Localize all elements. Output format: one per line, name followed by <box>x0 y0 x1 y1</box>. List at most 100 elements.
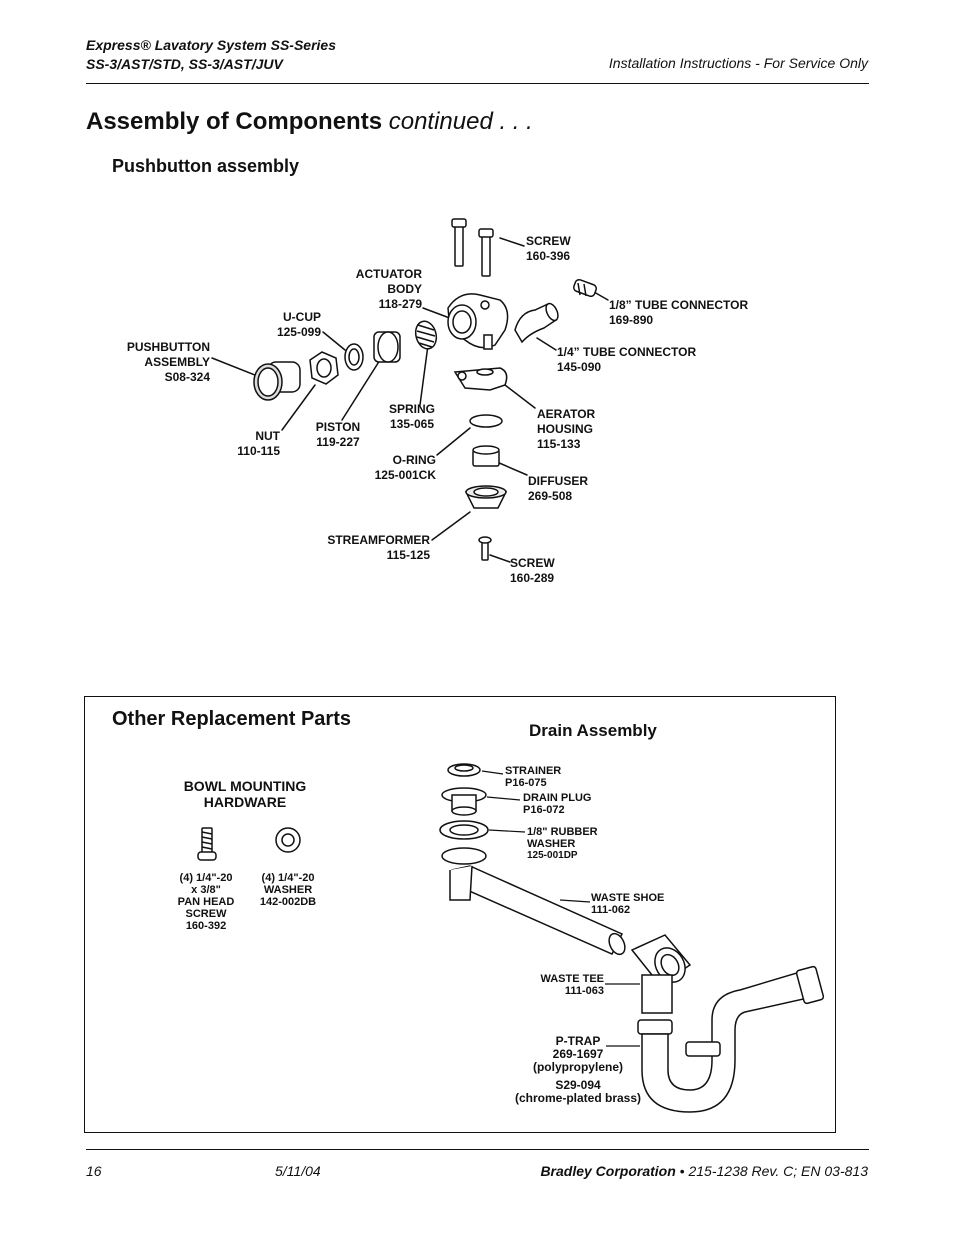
label-p-trap-material: (polypropylene) <box>532 1060 623 1074</box>
tube-connector-14-drawing <box>514 302 559 344</box>
label-screw-line4: SCREW <box>185 908 227 920</box>
u-cup-drawing <box>344 343 364 371</box>
leader-tube14 <box>536 337 557 351</box>
screw-160-289-drawing <box>478 536 492 561</box>
footer-doc-number: • 215-1238 Rev. C; EN 03-813 <box>675 1163 868 1179</box>
label-screw-bottom-number: 160-289 <box>510 571 555 585</box>
aerator-housing-drawing <box>453 367 508 391</box>
label-nut-number: 110-115 <box>237 444 280 458</box>
label-streamformer-name: STREAMFORMER <box>327 533 430 547</box>
label-drain-plug-name: DRAIN PLUG <box>523 792 592 804</box>
leader-actuator <box>422 307 456 321</box>
label-piston-name: PISTON <box>315 420 361 434</box>
label-screw-top-number: 160-396 <box>526 249 571 263</box>
nut-drawing <box>309 351 339 385</box>
label-drain-plug-number: P16-072 <box>523 804 565 816</box>
label-screw-line5: 160-392 <box>185 920 227 932</box>
page-number: 16 <box>86 1163 102 1179</box>
title-continued: continued . . . <box>388 108 533 135</box>
header-line-1: Express® Lavatory System SS-Series <box>86 37 337 53</box>
label-waste-shoe: WASTE SHOE 111-062 <box>591 892 664 916</box>
leader-oring <box>436 427 471 456</box>
label-piston: PISTON 119-227 <box>308 420 368 450</box>
label-drain-plug: DRAIN PLUG P16-072 <box>523 792 591 816</box>
footer-rule <box>86 1149 869 1150</box>
header-right: Installation Instructions - For Service … <box>608 55 868 71</box>
label-p-trap-alt-material: (chrome-plated brass) <box>514 1091 642 1105</box>
label-p-trap-alt-number: S29-094 <box>555 1078 601 1092</box>
header-rule <box>86 83 869 84</box>
label-tube18-name: 1/8” TUBE CONNECTOR <box>609 298 749 312</box>
label-screw-bottom-name: SCREW <box>510 556 555 570</box>
label-spring-name: SPRING <box>388 402 435 416</box>
screw-160-396-drawing <box>451 218 494 277</box>
label-tube14: 1/4” TUBE CONNECTOR 145-090 <box>557 345 696 375</box>
bowl-heading-line2: HARDWARE <box>203 794 287 810</box>
label-piston-number: 119-227 <box>316 435 360 449</box>
label-actuator-line1: ACTUATOR <box>355 267 422 281</box>
label-waste-shoe-number: 111-062 <box>591 904 631 916</box>
label-tube14-name: 1/4” TUBE CONNECTOR <box>557 345 697 359</box>
label-strainer-number: P16-075 <box>505 777 547 789</box>
label-ucup-number: 125-099 <box>276 325 321 339</box>
label-waste-tee-number: 111-063 <box>564 985 604 997</box>
label-rubber-washer: 1/8" RUBBER WASHER 125-001DP <box>527 826 598 862</box>
label-waste-shoe-name: WASTE SHOE <box>591 892 665 904</box>
label-spring: SPRING 135-065 <box>382 402 442 432</box>
streamformer-drawing <box>464 485 508 509</box>
bowl-mounting-heading: BOWL MOUNTING HARDWARE <box>160 778 330 810</box>
leader-diffuser <box>496 461 528 476</box>
label-washer: (4) 1/4"-20 WASHER 142-002DB <box>250 872 326 908</box>
label-actuator: ACTUATOR BODY 118-279 <box>330 267 422 312</box>
leader-pushbutton <box>211 357 256 376</box>
leader-streamformer <box>431 511 471 541</box>
label-spring-number: 135-065 <box>389 417 435 431</box>
leader-piston <box>341 359 381 421</box>
label-strainer: STRAINER P16-075 <box>505 765 561 789</box>
leader-aerator <box>504 384 536 409</box>
leader-screw-bottom <box>489 554 511 563</box>
label-tube18-number: 169-890 <box>609 313 654 327</box>
label-nut-name: NUT <box>255 429 280 443</box>
label-p-trap: P-TRAP 269-1697 (polypropylene) S29-094 … <box>505 1035 651 1105</box>
label-ucup: U-CUP 125-099 <box>250 310 321 340</box>
label-diffuser-number: 269-508 <box>528 489 573 503</box>
leader-screw-top <box>499 237 525 247</box>
label-waste-tee: WASTE TEE 111-063 <box>520 973 604 997</box>
label-washer-line3: 142-002DB <box>259 896 317 908</box>
label-screw-top-name: SCREW <box>526 234 571 248</box>
label-aerator-line2: HOUSING <box>537 422 594 436</box>
label-screw-line1: (4) 1/4"-20 <box>179 872 233 884</box>
label-oring-name: O-RING <box>392 453 436 467</box>
label-washer-line2: WASHER <box>263 884 313 896</box>
label-rubber-washer-number: 125-001DP <box>527 850 578 861</box>
label-pushbutton: PUSHBUTTON ASSEMBLY S08-324 <box>110 340 210 385</box>
label-aerator-line1: AERATOR <box>537 407 596 421</box>
piston-drawing <box>373 331 401 363</box>
label-pushbutton-number: S08-324 <box>164 370 210 384</box>
o-ring-drawing <box>469 414 503 428</box>
label-pan-head-screw: (4) 1/4"-20 x 3/8" PAN HEAD SCREW 160-39… <box>168 872 244 932</box>
diffuser-drawing <box>472 445 500 467</box>
label-streamformer-number: 115-125 <box>386 548 430 562</box>
label-diffuser: DIFFUSER 269-508 <box>528 474 588 504</box>
other-parts-heading: Other Replacement Parts <box>112 708 351 730</box>
label-pushbutton-line2: ASSEMBLY <box>144 355 210 369</box>
tube-connector-18-drawing <box>572 278 598 298</box>
label-strainer-name: STRAINER <box>505 765 562 777</box>
pushbutton-drawing <box>253 361 301 401</box>
actuator-body-drawing <box>447 293 509 350</box>
label-screw-bottom: SCREW 160-289 <box>510 556 555 586</box>
label-p-trap-number: 269-1697 <box>552 1047 604 1061</box>
spring-drawing <box>414 320 438 350</box>
label-tube14-number: 145-090 <box>557 360 602 374</box>
label-oring: O-RING 125-001CK <box>356 453 436 483</box>
label-tube18: 1/8” TUBE CONNECTOR 169-890 <box>609 298 748 328</box>
header-line-2: SS-3/AST/STD, SS-3/AST/JUV <box>86 56 283 72</box>
label-washer-line1: (4) 1/4"-20 <box>261 872 315 884</box>
footer-company-doc: Bradley Corporation • 215-1238 Rev. C; E… <box>540 1163 868 1179</box>
label-waste-tee-name: WASTE TEE <box>540 973 604 985</box>
drain-assembly-heading: Drain Assembly <box>529 721 657 740</box>
leader-spring <box>419 344 429 406</box>
label-pushbutton-line1: PUSHBUTTON <box>126 340 210 354</box>
